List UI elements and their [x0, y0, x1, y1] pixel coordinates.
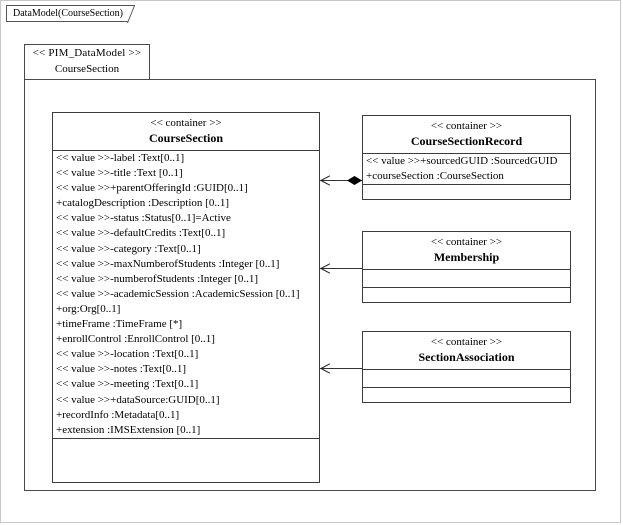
class-course-section-stereotype: << container >>	[150, 117, 222, 129]
arrowhead-icon	[321, 176, 330, 185]
package-stereotype: << PIM_DataModel >>	[32, 47, 142, 59]
connector-membership-line	[320, 268, 362, 269]
class-course-section-record-stereotype: << container >>	[430, 120, 503, 132]
class-course-section-header: << container >> CourseSection	[53, 113, 319, 151]
attribute-row: << value >>-status :Status[0..1]=Active	[56, 212, 231, 225]
attribute-row: +courseSection :CourseSection	[366, 170, 504, 183]
attribute-row: << value >>+dataSource:GUID[0..1]	[56, 393, 220, 406]
class-course-section-record-operations	[363, 185, 570, 202]
class-course-section-attributes: << value >>-label :Text[0..1] << value >…	[53, 151, 319, 439]
connector-composition-line	[320, 180, 362, 181]
class-course-section[interactable]: << container >> CourseSection << value >…	[52, 112, 320, 483]
attribute-row: +catalogDescription :Description [0..1]	[56, 197, 229, 210]
class-membership-header: << container >> Membership	[363, 232, 570, 270]
attribute-row: +enrollControl :EnrollControl [0..1]	[56, 333, 215, 346]
diagram-title-label: DataModel(CourseSection)	[13, 8, 123, 19]
attribute-row: << value >>-numberofStudents :Integer [0…	[56, 272, 258, 285]
composition-diamond-icon	[347, 176, 362, 185]
class-course-section-record-attributes: << value >>+sourcedGUID :SourcedGUID +co…	[363, 154, 570, 186]
attribute-row: << value >>-label :Text[0..1]	[56, 152, 185, 164]
class-section-association-name: SectionAssociation	[418, 350, 515, 364]
class-course-section-operations	[53, 439, 319, 458]
class-membership-stereotype: << container >>	[430, 236, 503, 248]
attribute-row: +extension :IMSExtension [0..1]	[56, 423, 201, 436]
attribute-row: << value >>-location :Text[0..1]	[56, 348, 199, 361]
package-name: CourseSection	[54, 63, 120, 75]
attribute-row: +recordInfo :Metadata[0..1]	[56, 408, 180, 421]
arrowhead-icon	[321, 364, 330, 373]
class-course-section-record-header: << container >> CourseSectionRecord	[363, 116, 570, 154]
attribute-row: << value >>-academicSession :AcademicSes…	[56, 287, 300, 300]
class-membership-operations	[363, 288, 570, 305]
class-course-section-record[interactable]: << container >> CourseSectionRecord << v…	[362, 115, 571, 200]
class-section-association-attributes	[363, 370, 570, 388]
diagram-title-tab[interactable]: DataModel(CourseSection)	[6, 5, 146, 23]
class-section-association-stereotype: << container >>	[430, 336, 503, 348]
attribute-row: << value >>-notes :Text[0..1]	[56, 363, 187, 376]
attribute-row: << value >>-meeting :Text[0..1]	[56, 378, 199, 391]
connector-section-association-line	[320, 368, 362, 369]
arrowhead-icon	[321, 264, 330, 273]
class-course-section-record-name: CourseSectionRecord	[410, 134, 523, 148]
class-membership-name: Membership	[433, 250, 500, 264]
attribute-row: << value >>-title :Text [0..1]	[56, 167, 183, 180]
attribute-row: << value >>-defaultCredits :Text[0..1]	[56, 227, 226, 240]
package-frame-header[interactable]: << PIM_DataModel >> CourseSection	[24, 44, 150, 80]
attribute-row: +org:Org[0..1]	[56, 302, 121, 315]
class-membership-attributes	[363, 270, 570, 288]
attribute-row: << value >>+sourcedGUID :SourcedGUID	[366, 155, 558, 167]
attribute-row: << value >>-maxNumberofStudents :Integer…	[56, 257, 280, 270]
attribute-row: << value >>+parentOfferingId :GUID[0..1]	[56, 182, 248, 195]
class-section-association-operations	[363, 388, 570, 405]
class-section-association[interactable]: << container >> SectionAssociation	[362, 331, 571, 403]
class-course-section-name: CourseSection	[149, 131, 223, 145]
attribute-row: +timeFrame :TimeFrame [*]	[56, 318, 183, 331]
attribute-row: << value >>-category :Text[0..1]	[56, 242, 201, 255]
class-membership[interactable]: << container >> Membership	[362, 231, 571, 303]
class-section-association-header: << container >> SectionAssociation	[363, 332, 570, 370]
